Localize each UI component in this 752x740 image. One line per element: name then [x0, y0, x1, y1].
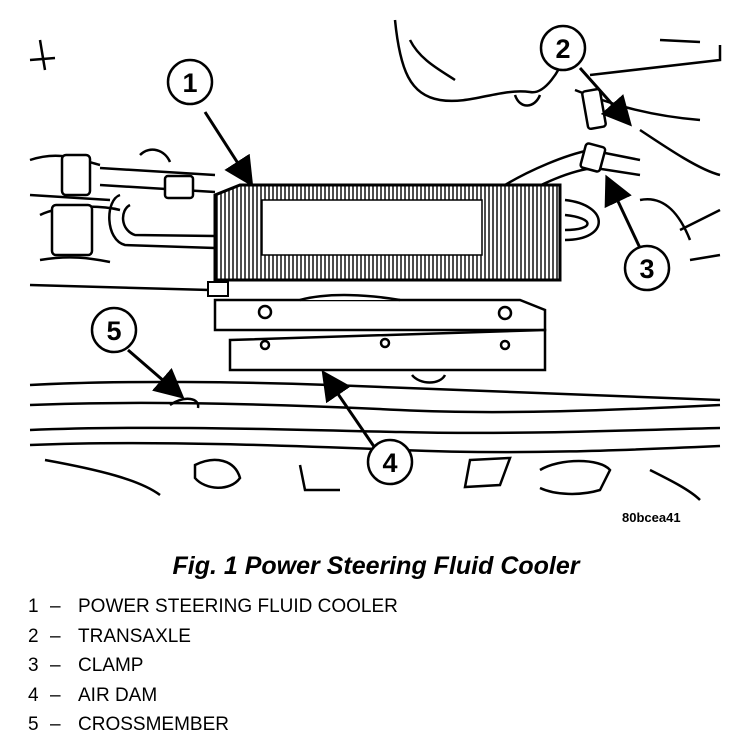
- legend-separator: –: [50, 714, 61, 735]
- legend-label: AIR DAM: [78, 684, 158, 706]
- legend-separator: –: [50, 625, 61, 647]
- legend-item: 4–AIR DAM: [28, 681, 398, 711]
- legend-number: 3: [28, 655, 39, 676]
- callout-circle-4: [366, 438, 414, 486]
- legend-label: CROSSMEMBER: [78, 714, 229, 735]
- crossmember: [29, 380, 721, 501]
- legend-list: 1–POWER STEERING FLUID COOLER 2–TRANSAXL…: [28, 592, 398, 740]
- legend-item: 5–CROSSMEMBER: [28, 710, 398, 740]
- leader-arrows: [127, 67, 642, 449]
- left-hoses: [29, 148, 216, 292]
- leader-arrow-1: [203, 111, 254, 188]
- cooler-body: [207, 183, 562, 297]
- leader-arrow-4: [321, 370, 377, 449]
- callout-circle-3: [623, 244, 671, 292]
- callout-label-2: 2: [555, 34, 570, 64]
- leader-arrow-5: [127, 348, 185, 399]
- transaxle-outline: [29, 19, 722, 262]
- leader-arrow-3: [604, 174, 642, 249]
- legend-separator: –: [50, 596, 61, 617]
- callout-circle-5: [90, 306, 138, 354]
- callout-circle-1: [166, 58, 214, 106]
- legend-label: CLAMP: [78, 655, 144, 676]
- figure-caption: Fig. 1 Power Steering Fluid Cooler: [172, 552, 580, 580]
- legend-separator: –: [50, 684, 61, 706]
- legend-number: 5: [28, 714, 39, 735]
- legend-item: 3–CLAMP: [28, 651, 398, 681]
- callout-label-1: 1: [182, 68, 197, 98]
- leader-arrow-2: [578, 67, 632, 127]
- legend-separator: –: [50, 655, 61, 676]
- callout-label-3: 3: [639, 254, 654, 284]
- legend-number: 1: [28, 596, 39, 617]
- figure-code: 80bcea41: [622, 510, 681, 525]
- legend-item: 1–POWER STEERING FLUID COOLER: [28, 592, 398, 622]
- air-dam-bracket: [213, 293, 547, 384]
- legend-number: 2: [28, 625, 39, 647]
- legend-label: POWER STEERING FLUID COOLER: [78, 596, 398, 617]
- legend-item: 2–TRANSAXLE: [28, 622, 398, 652]
- cooler-illustration: 1 2 3 4 5: [29, 19, 722, 501]
- callout-circle-2: [539, 24, 587, 72]
- legend-number: 4: [28, 684, 39, 706]
- callout-label-5: 5: [106, 316, 121, 346]
- legend-label: TRANSAXLE: [78, 625, 191, 647]
- callout-label-4: 4: [382, 448, 397, 478]
- right-hoses: [504, 87, 692, 242]
